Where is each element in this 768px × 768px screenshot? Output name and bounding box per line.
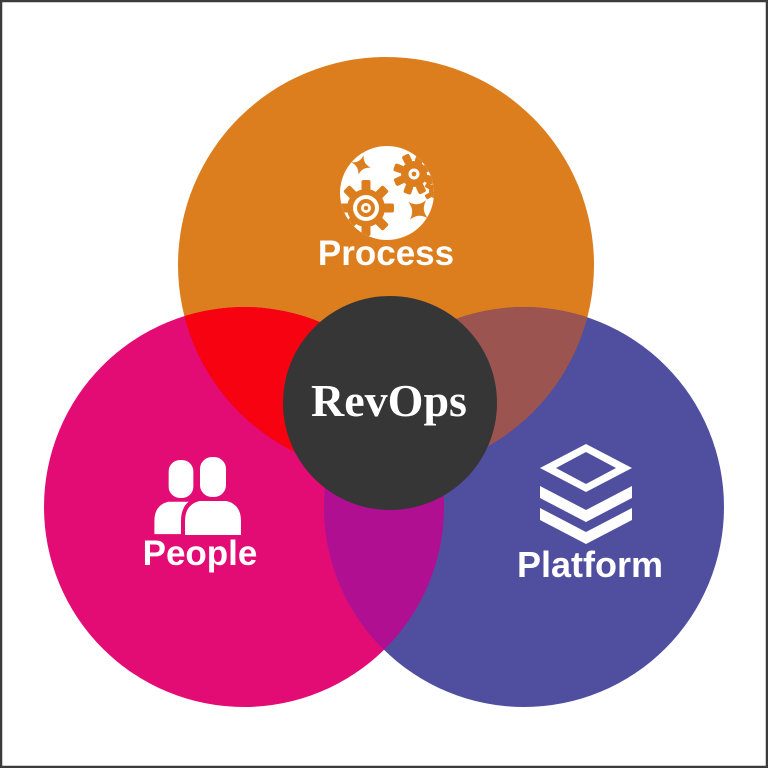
- gear-partial: [424, 182, 434, 200]
- layer-chevron-1: [540, 486, 632, 522]
- center-label: RevOps: [311, 375, 467, 426]
- center-circle: [283, 296, 497, 510]
- layers-icon: [540, 444, 632, 544]
- platform-label: Platform: [517, 544, 663, 585]
- process-label: Process: [318, 234, 454, 273]
- layer-chevron-2: [540, 508, 632, 544]
- gears-icon: [340, 146, 434, 240]
- layer-diamond: [540, 444, 632, 492]
- people-label: People: [143, 534, 258, 573]
- gear-medium: [392, 152, 434, 196]
- gear-large: [340, 180, 394, 236]
